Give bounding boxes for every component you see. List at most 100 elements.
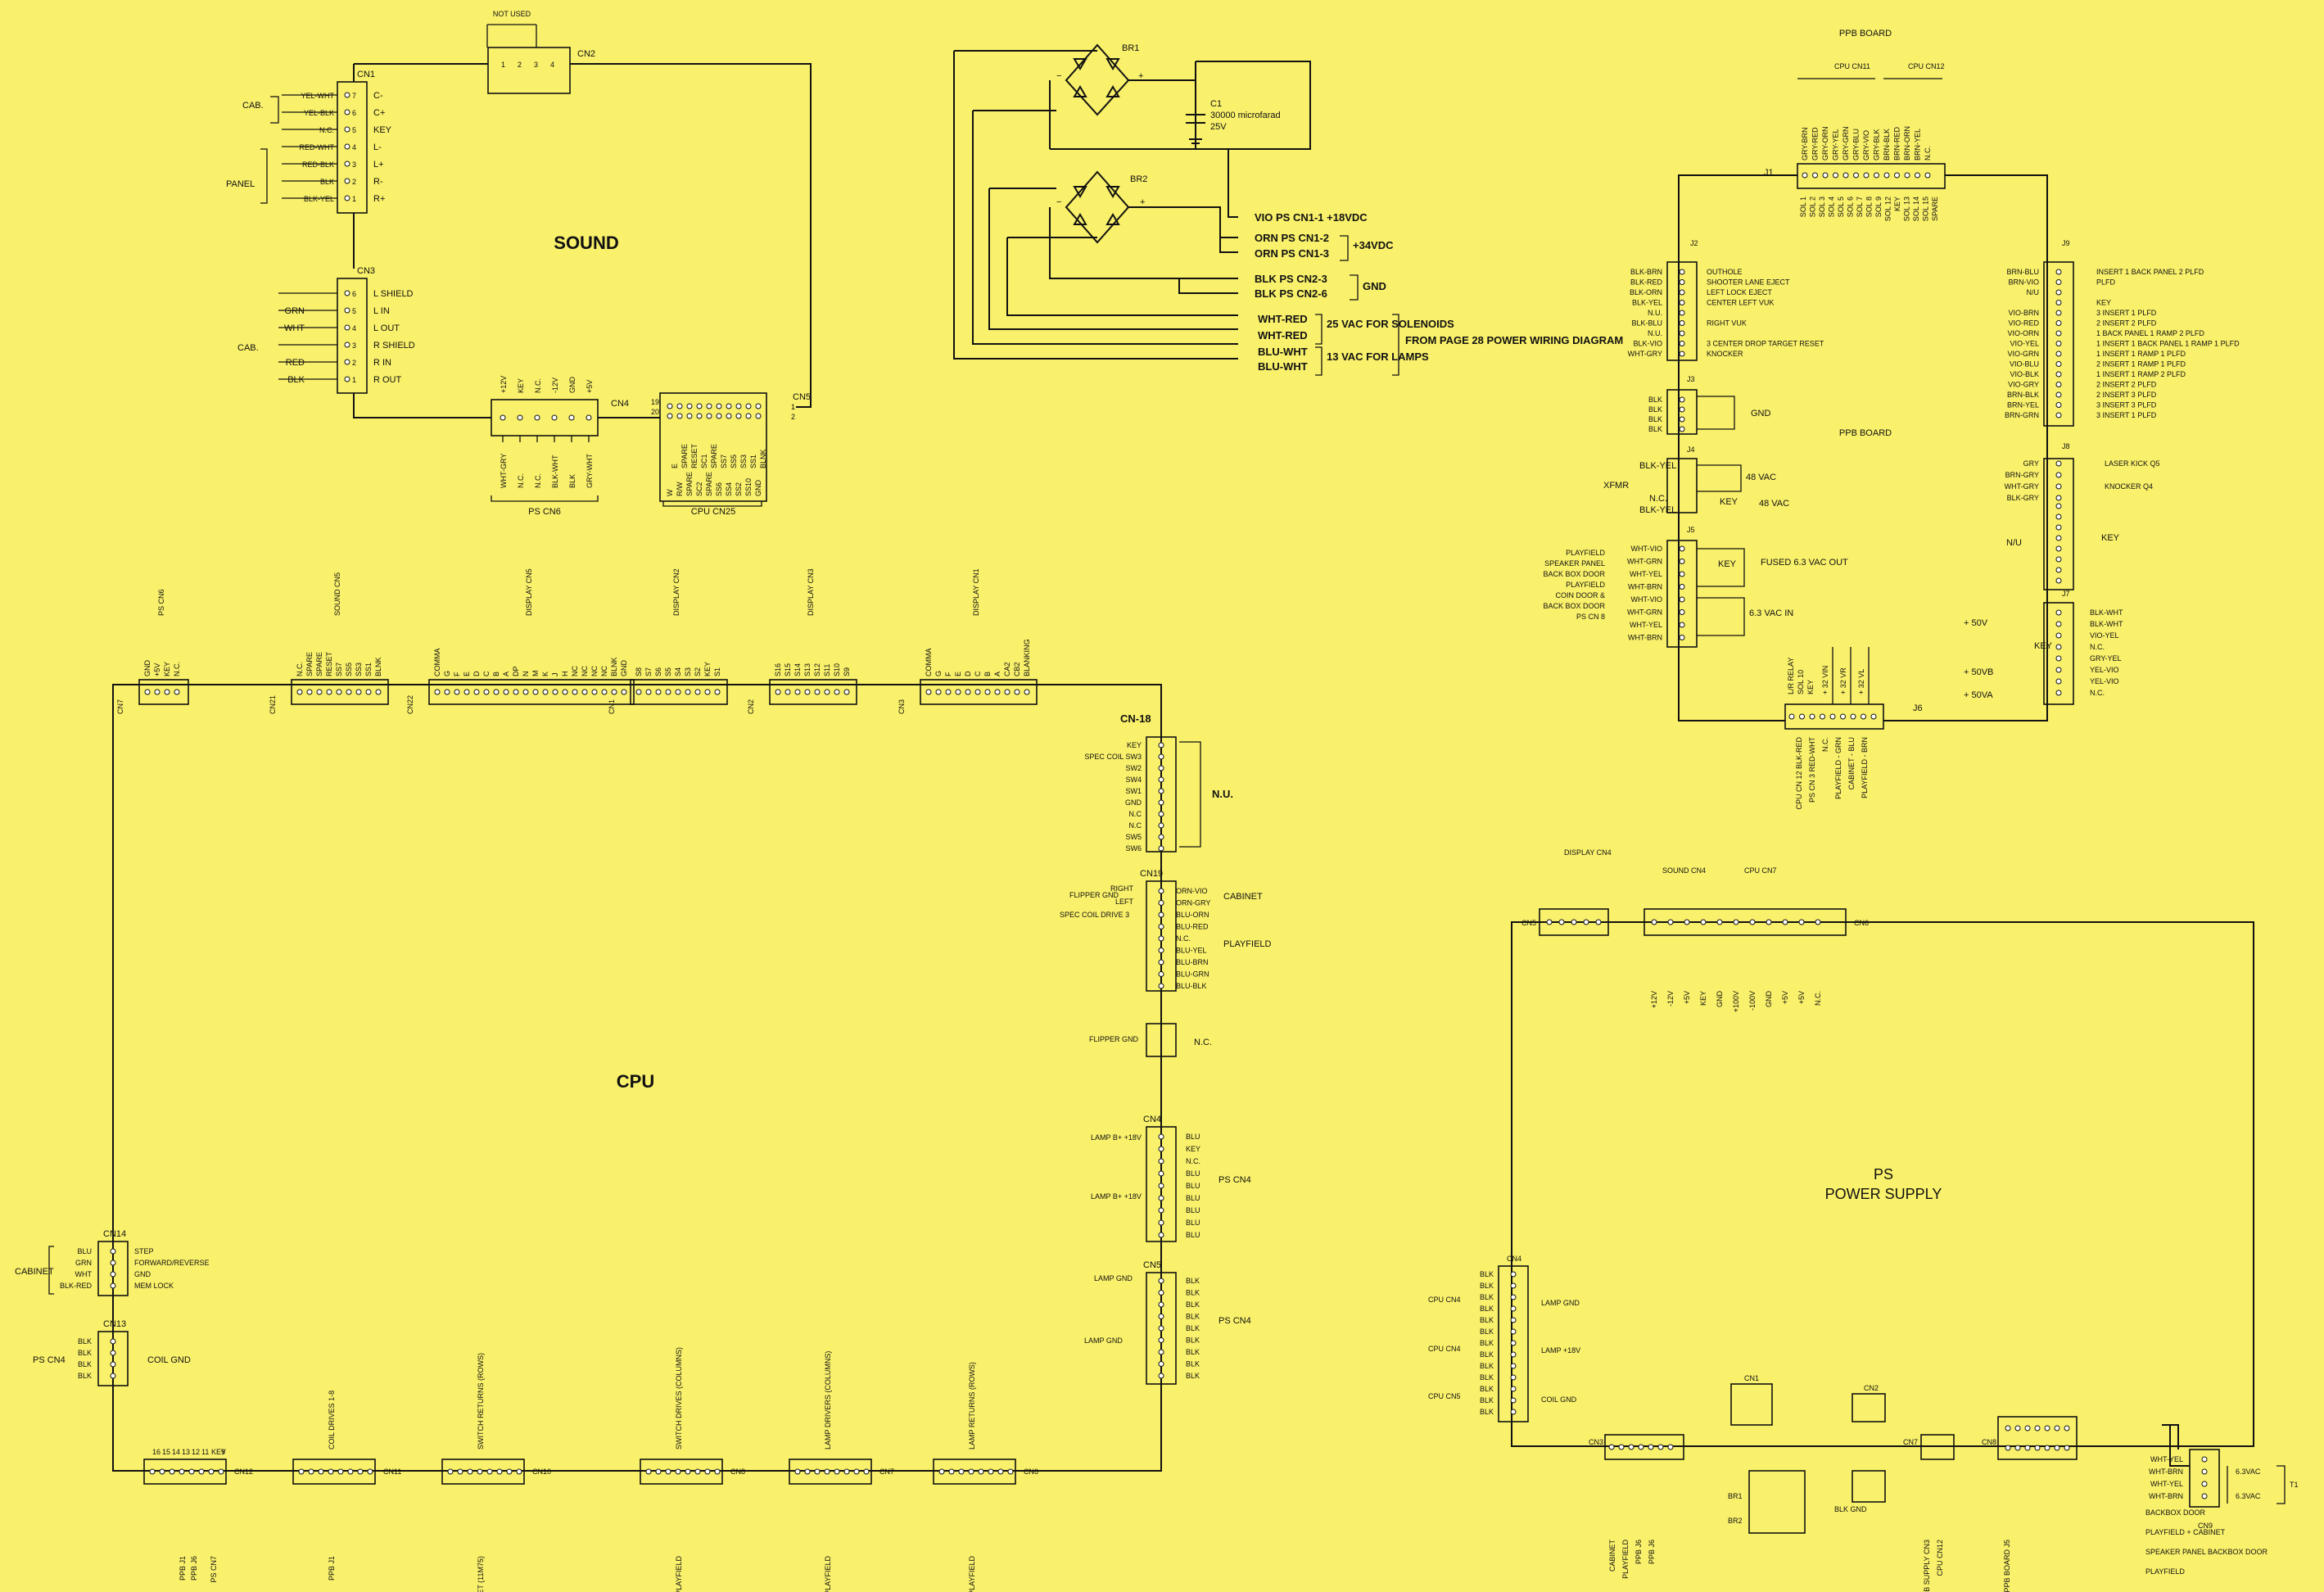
cn18-signal: SW4: [1125, 776, 1142, 784]
j1-wire-color: GRY-BLU: [1852, 129, 1861, 161]
pin-icon: [344, 290, 350, 296]
pin-icon: [347, 1468, 354, 1475]
cpu-top-pin: BLANKING: [1023, 639, 1031, 676]
ps-cn4-wire: BLK: [1480, 1293, 1494, 1301]
cpu-top-connector: [769, 679, 857, 705]
ps-right-dest: PLAYFIELD + CABINET: [2145, 1528, 2226, 1536]
j9-wire-color: VIO-GRN: [2007, 350, 2039, 358]
cn3-wire-color: RED: [286, 358, 305, 368]
pin-icon: [1510, 1374, 1517, 1381]
j9-wire-color: VIO-BLU: [2010, 360, 2039, 369]
pin-icon: [1158, 765, 1164, 771]
pin-icon: [755, 403, 762, 409]
ps-cn4-wire: BLK: [1480, 1327, 1494, 1336]
pin-icon: [1799, 713, 1805, 720]
pin-icon: [2055, 545, 2062, 552]
pin-icon: [686, 403, 693, 409]
pin-icon: [1679, 289, 1685, 296]
pin-icon: [328, 1468, 334, 1475]
pin-icon: [655, 1468, 662, 1475]
j7-wire-color: N.C.: [2090, 689, 2105, 697]
pin-icon: [1870, 713, 1877, 720]
ppb-title: PPB BOARD: [1839, 29, 1892, 38]
j4-48vac-1: 48 VAC: [1746, 473, 1776, 482]
ps-cn4-wire: BLK: [1480, 1339, 1494, 1347]
pin-icon: [198, 1468, 205, 1475]
j1-wire-color: BRN-YEL: [1914, 129, 1922, 161]
cpu-top-connector-id: CN21: [269, 695, 277, 714]
fused-label: FUSED 6.3 VAC OUT: [1761, 558, 1848, 568]
pin-icon: [344, 341, 350, 348]
pin-icon: [834, 1468, 840, 1475]
cabinet-label: CABINET: [1223, 892, 1263, 902]
cpu-top-pin: SPARE: [305, 652, 314, 676]
j9-signal: 2 INSERT 2 PLFD: [2096, 319, 2157, 328]
ps-cn6-pin-label: GND: [1716, 991, 1724, 1008]
pin-icon: [1158, 776, 1164, 783]
pin-icon: [1618, 1444, 1625, 1450]
ps-cn9-wire: WHT-YEL: [2150, 1480, 2183, 1488]
sound-cn4-label: SOUND CN4: [1662, 866, 1706, 875]
t1-trace: [2162, 1424, 2190, 1467]
j7-key: KEY: [2034, 641, 2053, 651]
pin-icon: [804, 689, 811, 695]
j6-left-label: SOL 10: [1797, 670, 1805, 694]
ps-cn8-labels: FUSE TO PPB BOARD J5: [2003, 1425, 2070, 1592]
cn18-signal: SPEC COIL SW3: [1084, 753, 1142, 761]
out-34vdc: +34VDC: [1353, 239, 1394, 251]
j9-label: J9: [2062, 239, 2070, 247]
cn25-right-signal: SPARE: [710, 444, 718, 468]
pin-icon: [1158, 753, 1164, 760]
ps-cn4-wire: BLK: [1480, 1385, 1494, 1393]
j5-wire-color: WHT-YEL: [1630, 621, 1662, 629]
cn1-wire-color: YEL-WHT: [301, 92, 335, 100]
ps-cn4-wire: BLK: [1480, 1396, 1494, 1404]
pin-icon: [2055, 577, 2062, 584]
cpu-top-pin: S7: [644, 667, 653, 676]
j1-wire-color: N.C.: [1924, 146, 1932, 161]
j6-bottom-label: PS CN 3 RED-WHT: [1808, 737, 1816, 803]
pin-icon: [1679, 396, 1685, 403]
cpu-bottom-connector-id: CN12: [234, 1468, 253, 1476]
pin-icon: [675, 689, 681, 695]
cn25-right-signal: SS7: [720, 455, 728, 468]
cpu-top-pin: S8: [635, 667, 643, 676]
pin-icon: [1829, 713, 1836, 720]
pin-icon: [655, 689, 662, 695]
ps-6-3vac-b: 6.3VAC: [2236, 1492, 2261, 1500]
j9-wire-color: BRN-VIO: [2008, 278, 2039, 287]
cn25-num-20: 20: [651, 408, 659, 416]
j5-key: KEY: [1718, 559, 1737, 569]
cpu-top-connector: [428, 679, 635, 705]
cn19-wire-color: ORN-VIO: [1176, 887, 1208, 895]
svg-text:1: 1: [501, 61, 505, 69]
pin-icon: [955, 689, 961, 695]
cpu-bottom-connector: [441, 1459, 525, 1485]
pin-icon: [346, 689, 352, 695]
j1-wire-color: BRN-RED: [1893, 126, 1901, 161]
j3-wire-color: BLK: [1648, 415, 1662, 423]
cn4-top-signal: +5V: [586, 380, 594, 393]
pin-icon: [365, 689, 372, 695]
pin-icon: [2044, 1445, 2050, 1451]
pin-icon: [1802, 172, 1808, 179]
pin-icon: [110, 1260, 116, 1266]
j9-wire-color: VIO-RED: [2008, 319, 2039, 328]
cpu-bottom-connector: [292, 1459, 376, 1485]
cn18-signal: GND: [1125, 798, 1142, 807]
pin-icon: [1679, 426, 1685, 432]
pin-icon: [367, 1468, 373, 1475]
pin-icon: [1648, 1444, 1654, 1450]
j7-wire-color: BLK-WHT: [2090, 608, 2123, 617]
pin-icon: [2055, 402, 2062, 408]
cn1-signal: C-: [373, 91, 383, 101]
cpu-bottom-connector-id: CN10: [532, 1468, 551, 1476]
cn4r-wire: BLU: [1186, 1194, 1200, 1202]
j5-left-label: PLAYFIELD: [1566, 549, 1605, 557]
pin-icon: [1874, 172, 1879, 179]
pin-icon: [2055, 609, 2062, 616]
cn19-wire-color: BLU-RED: [1176, 923, 1209, 931]
